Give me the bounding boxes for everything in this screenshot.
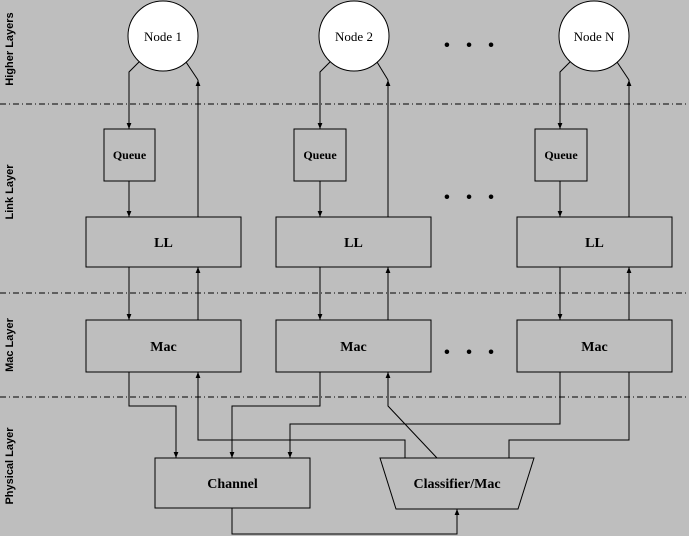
arrow-noden-to-queuen: [557, 61, 571, 129]
ellipsis-mac: • • •: [444, 344, 500, 361]
queue-2-label: Queue: [303, 148, 337, 162]
mac-2-box: [275, 319, 432, 373]
layer-label-link: Link Layer: [4, 164, 16, 220]
ll-n-label: LL: [585, 236, 604, 251]
node-n-circle: [558, 0, 630, 72]
ll-2-label: LL: [344, 236, 363, 251]
mac-2-label: Mac: [340, 340, 366, 355]
ll-1-box: [85, 216, 242, 268]
wire-mac2-to-channel: [229, 372, 321, 458]
wire-macn-link-to-channel: [287, 372, 561, 458]
queue-1-label: Queue: [113, 148, 147, 162]
ll-1-label: LL: [154, 236, 173, 251]
layer-label-mac: Mac Layer: [4, 317, 16, 372]
channel-label: Channel: [207, 477, 258, 492]
ll-2-box: [275, 216, 432, 268]
arrow-node2-to-queue2: [317, 61, 331, 129]
ellipsis-nodes: • • •: [444, 37, 500, 54]
link-node2-up: [376, 61, 389, 81]
mac-1-label: Mac: [150, 340, 176, 355]
wire-mac1-to-channel: [128, 372, 179, 458]
node-2-label: Node 2: [335, 29, 373, 44]
wire-macn-to-channel: [508, 372, 630, 458]
layer-label-physical: Physical Layer: [4, 427, 16, 505]
classifier-mac-label: Classifier/Mac: [413, 477, 500, 492]
queue-2-box: [293, 128, 347, 182]
mac-n-label: Mac: [581, 340, 607, 355]
channel-box: [154, 457, 311, 509]
wire-channel-to-classifier: [231, 508, 460, 535]
node-n-label: Node N: [574, 29, 615, 44]
queue-n-box: [534, 128, 588, 182]
wire-classifier-to-mac1: [195, 372, 406, 458]
arrow-node1-to-queue1: [126, 61, 140, 129]
node-1-label: Node 1: [144, 29, 182, 44]
layer-label-higher: Higher Layers: [4, 12, 16, 85]
ll-n-box: [516, 216, 673, 268]
ellipsis-link: • • •: [444, 189, 500, 206]
link-node1-up: [185, 61, 199, 81]
mac-1-box: [85, 319, 242, 373]
classifier-mac-box: [379, 457, 535, 510]
mac-n-box: [516, 319, 673, 373]
wire-classifier-to-mac2: [385, 372, 438, 459]
node-2-circle: [318, 0, 390, 72]
queue-n-label: Queue: [544, 148, 578, 162]
node-1-circle: [127, 0, 199, 72]
link-noden-up: [616, 61, 630, 81]
queue-1-box: [103, 128, 156, 182]
